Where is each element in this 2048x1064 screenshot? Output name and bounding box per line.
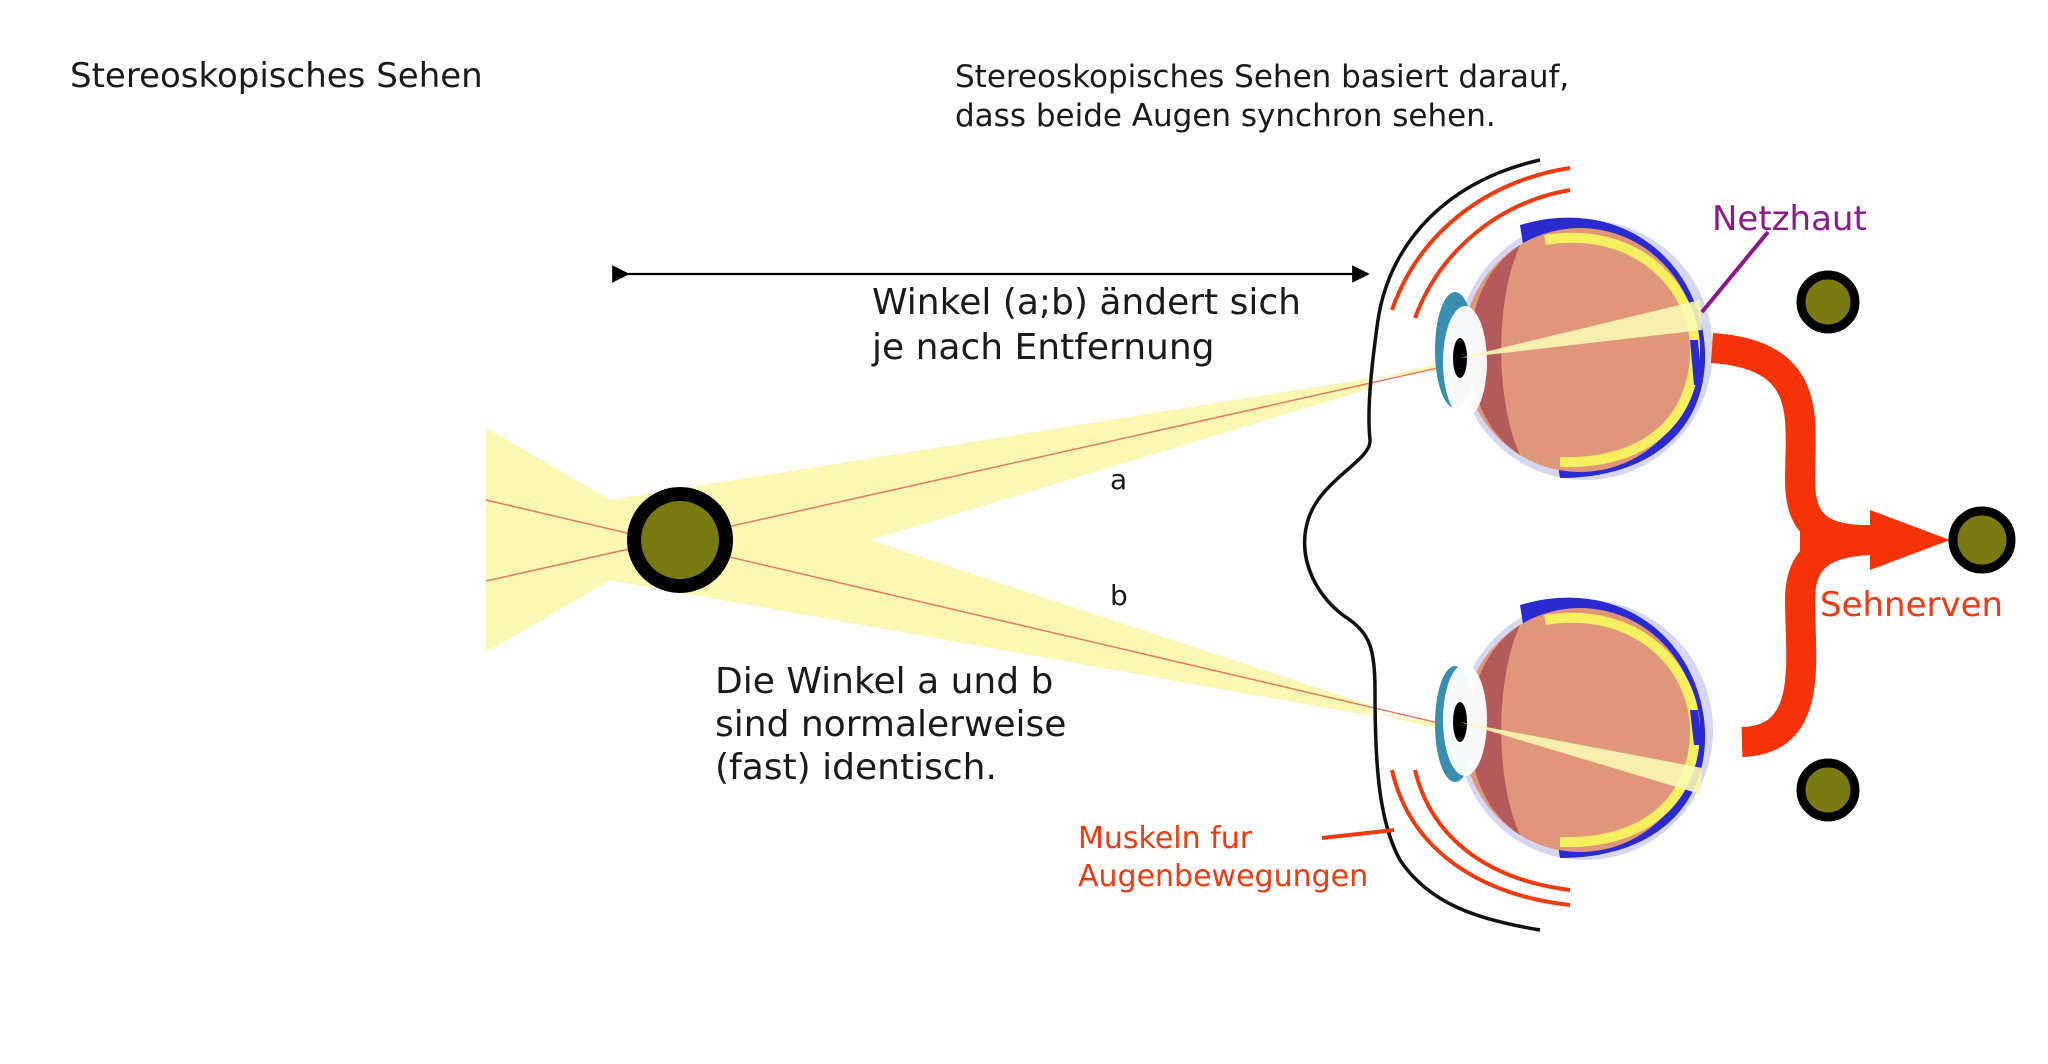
muscle-top-outer	[1390, 166, 1571, 311]
optic-nerves-label: Sehnerven	[1820, 585, 2004, 625]
face-profile-outline	[1302, 158, 1541, 932]
eye-top	[1435, 217, 1713, 480]
muscles-label-line-1: Muskeln fur	[1078, 821, 1253, 856]
perceived-object-merged	[1948, 506, 2016, 574]
beam-to-bottom-eye	[610, 540, 1372, 716]
perceived-object-bottom	[1796, 758, 1860, 822]
angles-note-line-2: sind normalerweise	[715, 704, 1067, 746]
intro-line-1: Stereoskopisches Sehen basiert darauf,	[955, 59, 1570, 95]
eyeball-top	[1462, 228, 1698, 472]
eye-muscles	[1390, 166, 1571, 907]
beam-left-cone	[486, 428, 680, 652]
muscle-top-inner	[1413, 188, 1571, 319]
intro-line-2: dass beide Augen synchron sehen.	[955, 97, 1496, 134]
page-title: Stereoskopisches Sehen	[70, 56, 483, 96]
eye-bottom	[1435, 597, 1713, 860]
muscle-bottom-outer	[1390, 769, 1571, 907]
muscles-label-line-2: Augenbewegungen	[1078, 858, 1369, 894]
eyeball-bottom	[1462, 608, 1698, 852]
angles-note-line-3: (fast) identisch.	[715, 747, 997, 789]
muscle-bottom-inner	[1413, 769, 1571, 892]
perceived-object-top	[1796, 270, 1860, 334]
optic-nerve-arrowhead	[1870, 510, 1950, 570]
retina-label: Netzhaut	[1712, 199, 1867, 239]
angle-b-label: b	[1110, 579, 1128, 612]
muscles-label: Muskeln fur Augenbewegungen	[1078, 820, 1368, 895]
distance-label-line-1: Winkel (a;b) ändert sich	[872, 282, 1301, 323]
intro-text: Stereoskopisches Sehen basiert darauf, d…	[955, 58, 1569, 136]
retina-pointer-line	[1700, 230, 1770, 314]
angle-a-label: a	[1110, 463, 1128, 496]
perceived-objects	[1796, 270, 2016, 822]
distance-label: Winkel (a;b) ändert sich je nach Entfern…	[872, 280, 1301, 370]
beam-to-top-eye	[610, 378, 1372, 540]
distance-label-line-2: je nach Entfernung	[872, 327, 1215, 368]
angles-note: Die Winkel a und b sind normalerweise (f…	[715, 660, 1066, 790]
muscles-pointer-line	[1321, 828, 1395, 840]
angles-note-line-1: Die Winkel a und b	[715, 661, 1054, 702]
viewed-object	[627, 487, 733, 593]
